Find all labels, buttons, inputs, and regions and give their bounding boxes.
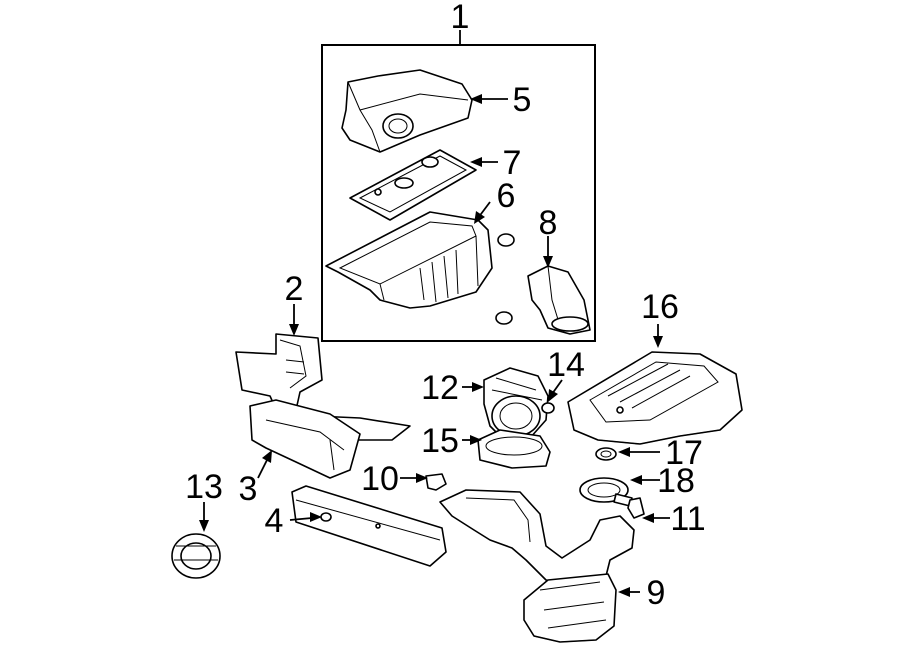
- callout-16: 16: [641, 288, 679, 326]
- callout-2: 2: [285, 270, 304, 308]
- part-5-cover: [341, 69, 473, 153]
- callout-13: 13: [185, 468, 223, 506]
- part-3-shield: [249, 399, 361, 479]
- callout-5: 5: [513, 81, 532, 119]
- callout-9: 9: [647, 574, 666, 612]
- callout-11: 11: [670, 500, 705, 538]
- part-15-coupler: [477, 429, 551, 469]
- callout-10: 10: [361, 460, 399, 498]
- part-13-clamp: [171, 533, 221, 579]
- part-8-duct: [527, 265, 591, 335]
- callout-15: 15: [421, 422, 459, 460]
- part-9-duct: [439, 489, 635, 643]
- assembly-box: [321, 44, 596, 342]
- part-18-clamp: [579, 477, 633, 507]
- part-16-cover: [567, 351, 743, 445]
- part-17-washer: [595, 447, 617, 461]
- callout-8: 8: [539, 204, 558, 242]
- callout-3: 3: [239, 470, 258, 508]
- grommets: [495, 233, 515, 325]
- callout-labels: 1 5 7 6 8 2 3 4 13 10 12 14 15 16 17 18 …: [185, 0, 706, 612]
- callout-6: 6: [497, 177, 516, 215]
- callout-17: 17: [665, 434, 703, 472]
- part-10-clip: [425, 473, 447, 491]
- callout-14: 14: [547, 346, 585, 384]
- part-7-filter: [349, 149, 477, 221]
- part-11-clip: [627, 497, 645, 519]
- part-4-panel: [291, 485, 447, 567]
- callout-4: 4: [265, 502, 284, 540]
- callout-12: 12: [421, 369, 459, 407]
- leaders: [199, 30, 670, 597]
- callout-7: 7: [503, 144, 522, 182]
- part-12-maf: [483, 367, 549, 441]
- part-6-housing: [325, 211, 493, 309]
- part-14-sensor: [541, 402, 555, 414]
- callout-18: 18: [657, 462, 695, 500]
- callout-1: 1: [451, 0, 470, 36]
